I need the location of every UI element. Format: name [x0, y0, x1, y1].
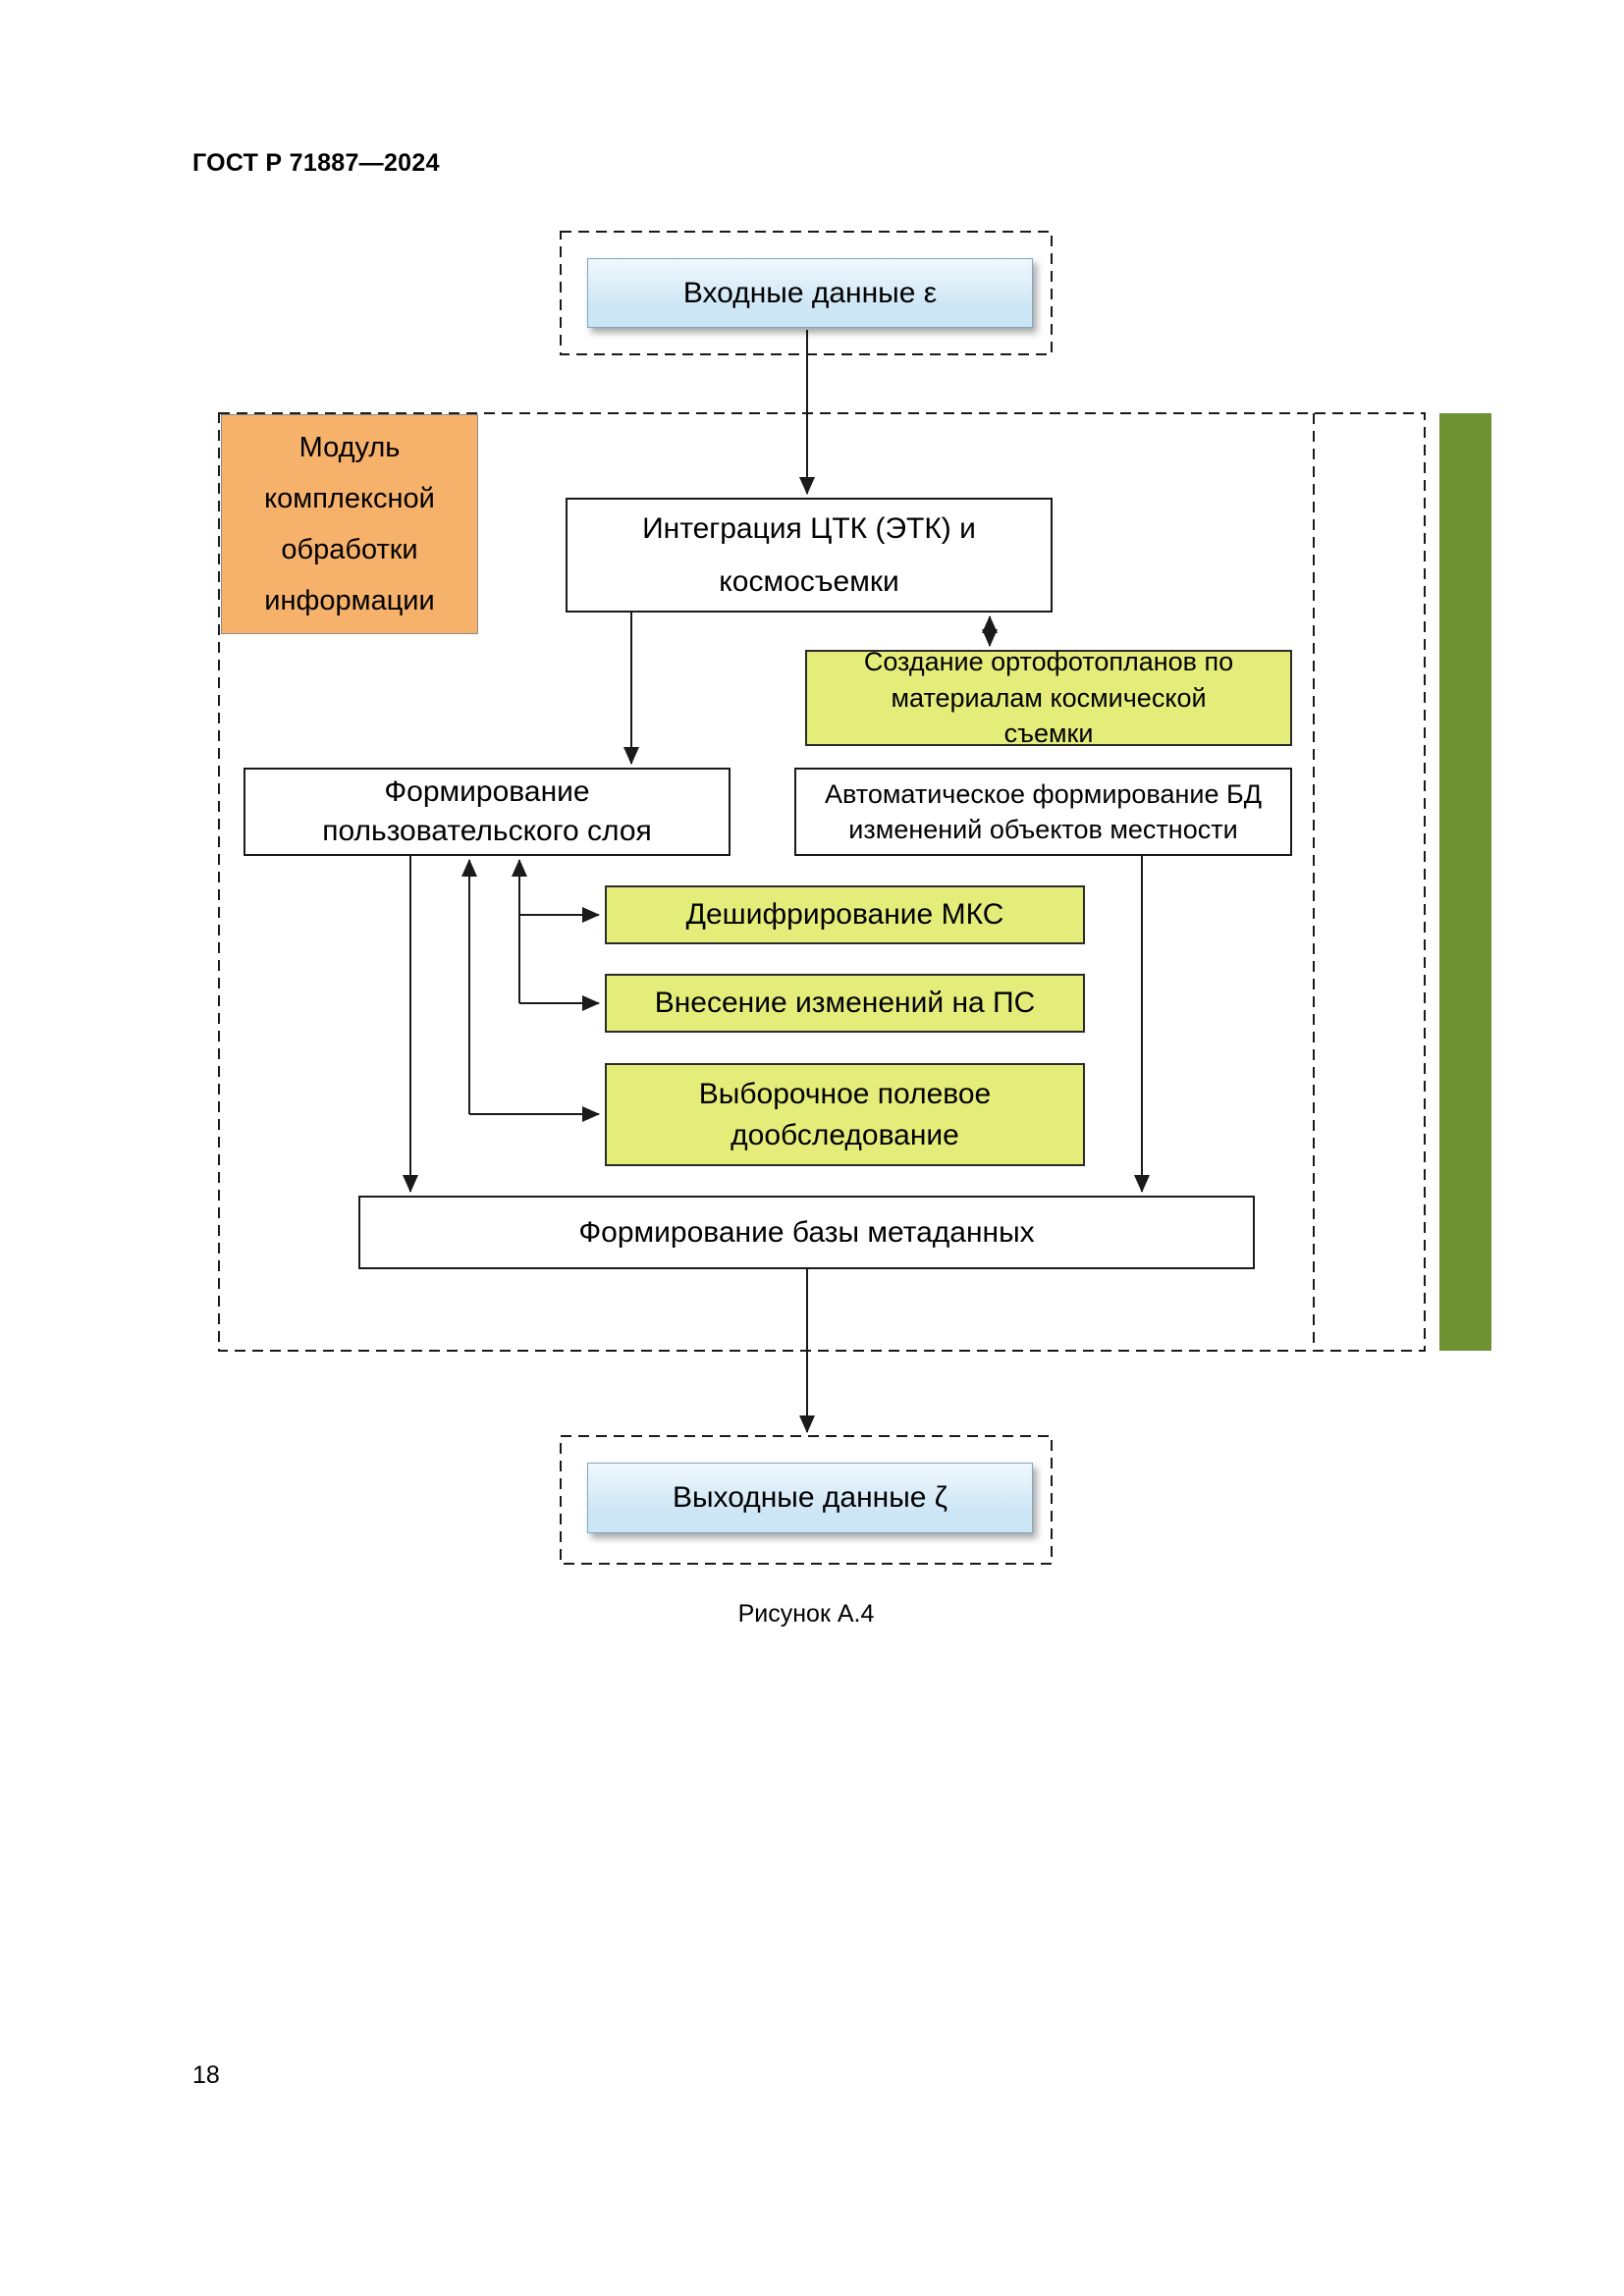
node-metadata-db: Формирование базы метаданных [358, 1196, 1255, 1269]
node-user-layer: Формирование пользовательского слоя [244, 768, 731, 856]
figure-caption: Рисунок А.4 [737, 1600, 875, 1628]
document-header: ГОСТ Р 71887—2024 [192, 149, 440, 177]
node-field-survey: Выборочное полевое дообследование [605, 1063, 1085, 1166]
green-sidebar-bar [1439, 413, 1491, 1351]
node-input-data: Входные данные ε [587, 258, 1033, 328]
node-ps-changes: Внесение изменений на ПС [605, 974, 1085, 1033]
node-auto-db: Автоматическое формирование БД изменений… [794, 768, 1292, 856]
node-mks-decoding: Дешифрирование МКС [605, 885, 1085, 944]
node-module-label: Модуль комплексной обработки информации [221, 414, 478, 634]
node-orthophoto: Создание ортофотопланов по материалам ко… [805, 647, 1292, 748]
node-output-data: Выходные данные ζ [587, 1463, 1033, 1533]
node-integration: Интеграция ЦТК (ЭТК) и космосъемки [566, 498, 1053, 613]
page-number: 18 [192, 2061, 220, 2089]
